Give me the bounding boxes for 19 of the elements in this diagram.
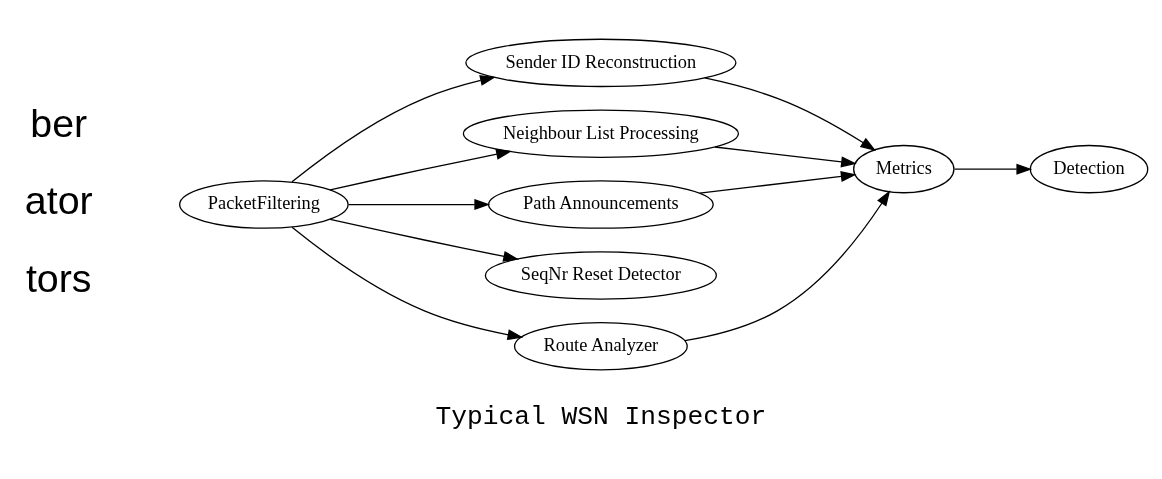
arrow [714,145,857,167]
arrow [684,189,891,341]
label: ator [24,177,93,222]
label: ber [30,100,88,145]
arrow [704,76,877,151]
node-ellipse: Route Analyzer [513,321,688,371]
arrow [348,198,491,210]
label: tors [25,255,92,300]
label: Typical WSN Inspector [435,401,767,432]
arrow [291,74,496,182]
arrow [291,226,524,340]
arrow [329,148,512,190]
arrow [699,170,857,194]
node-ellipse: Detection [1029,144,1149,193]
arrow [953,163,1033,175]
node-ellipse: Path Announcements [487,179,714,229]
node-ellipse: Metrics [853,144,955,193]
arrow [329,218,520,262]
node-ellipse: PacketFiltering [179,179,349,229]
